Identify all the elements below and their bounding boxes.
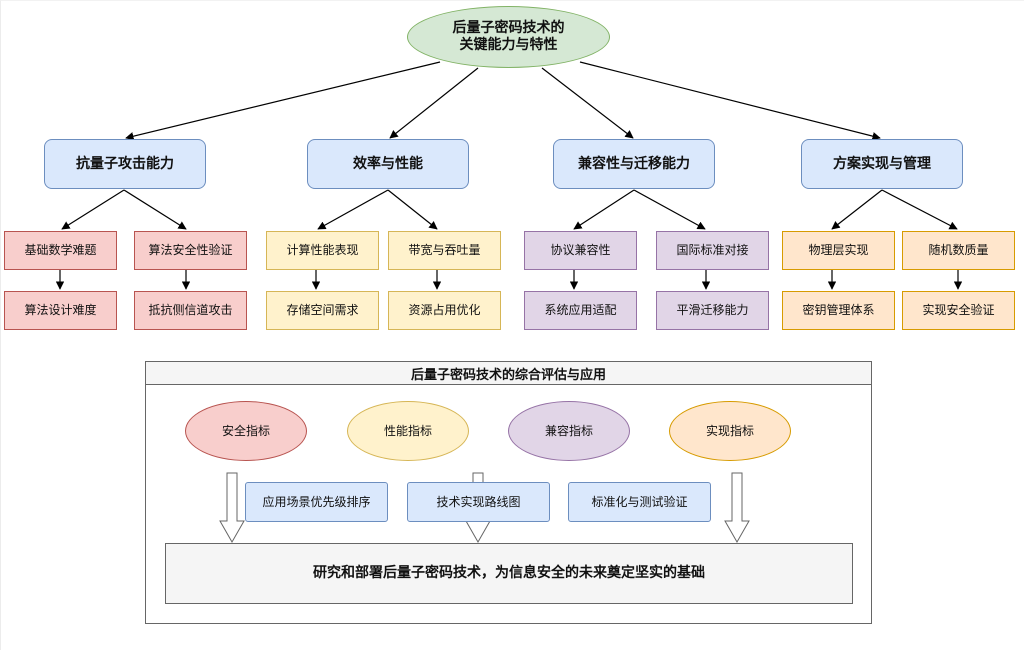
leaf-label: 密钥管理体系: [802, 303, 875, 318]
metric-security: 安全指标: [185, 401, 307, 461]
leaf-resource-optimization: 资源占用优化: [388, 291, 501, 330]
edge-cat3-leaf1: [573, 189, 635, 230]
leaf-label: 实现安全验证: [922, 303, 995, 318]
leaf-label: 国际标准对接: [676, 243, 749, 258]
leaf-label: 资源占用优化: [408, 303, 481, 318]
edge-cat1-leaf2: [123, 189, 187, 230]
leaf-label: 带宽与吞吐量: [408, 243, 481, 258]
category-implementation: 方案实现与管理: [801, 139, 963, 189]
edge-cat4-leaf1: [831, 189, 883, 230]
step-label: 应用场景优先级排序: [262, 494, 371, 509]
leaf-label: 平滑迁移能力: [676, 303, 749, 318]
leaf-physical-layer: 物理层实现: [782, 231, 895, 270]
step-scenario-priority: 应用场景优先级排序: [245, 482, 388, 522]
leaf-intl-standards: 国际标准对接: [656, 231, 769, 270]
edge-cat4-leaf2: [881, 189, 958, 230]
metric-implementation: 实现指标: [669, 401, 791, 461]
leaf-security-verification: 算法安全性验证: [134, 231, 247, 270]
edge-cat3-leaf2: [633, 189, 706, 230]
leaf-algorithm-design: 算法设计难度: [4, 291, 117, 330]
leaf-label: 算法设计难度: [24, 303, 97, 318]
leaf-key-management: 密钥管理体系: [782, 291, 895, 330]
leaf-smooth-migration: 平滑迁移能力: [656, 291, 769, 330]
hollow-arrow-implementation: [724, 472, 750, 544]
leaf-system-adaptation: 系统应用适配: [524, 291, 637, 330]
category-efficiency: 效率与性能: [307, 139, 469, 189]
category-label: 方案实现与管理: [833, 155, 931, 172]
metric-label: 安全指标: [221, 423, 270, 438]
edge-root-cat2: [389, 67, 479, 139]
metric-label: 性能指标: [383, 423, 432, 438]
leaf-side-channel: 抵抗侧信道攻击: [134, 291, 247, 330]
leaf-bandwidth-throughput: 带宽与吞吐量: [388, 231, 501, 270]
leaf-compute-performance: 计算性能表现: [266, 231, 379, 270]
leaf-label: 算法安全性验证: [148, 243, 233, 258]
conclusion-box: 研究和部署后量子密码技术，为信息安全的未来奠定坚实的基础: [165, 543, 853, 604]
category-label: 抗量子攻击能力: [76, 155, 174, 172]
step-roadmap: 技术实现路线图: [407, 482, 550, 522]
leaf-label: 计算性能表现: [286, 243, 359, 258]
category-anti-quantum: 抗量子攻击能力: [44, 139, 206, 189]
leaf-label: 随机数质量: [928, 243, 989, 258]
step-standardization: 标准化与测试验证: [568, 482, 711, 522]
leaf-label: 协议兼容性: [550, 243, 611, 258]
edge-root-cat1: [125, 61, 441, 141]
hollow-arrow-security: [219, 472, 245, 544]
panel-title-text: 后量子密码技术的综合评估与应用: [410, 367, 606, 383]
leaf-label: 抵抗侧信道攻击: [148, 303, 233, 318]
root-label: 后量子密码技术的 关键能力与特性: [452, 20, 565, 53]
leaf-random-quality: 随机数质量: [902, 231, 1015, 270]
metric-compatibility: 兼容指标: [508, 401, 630, 461]
edge-cat2-leaf2: [387, 189, 438, 230]
leaf-implementation-verification: 实现安全验证: [902, 291, 1015, 330]
leaf-math-problems: 基础数学难题: [4, 231, 117, 270]
step-label: 技术实现路线图: [436, 494, 521, 509]
leaf-label: 基础数学难题: [24, 243, 97, 258]
category-compatibility: 兼容性与迁移能力: [553, 139, 715, 189]
metric-performance: 性能指标: [347, 401, 469, 461]
edge-root-cat3: [541, 67, 634, 139]
panel-title: 后量子密码技术的综合评估与应用: [145, 361, 872, 385]
root-node: 后量子密码技术的 关键能力与特性: [407, 6, 610, 68]
leaf-label: 系统应用适配: [544, 303, 617, 318]
edge-cat1-leaf1: [61, 189, 125, 230]
category-label: 效率与性能: [353, 155, 423, 172]
leaf-protocol-compat: 协议兼容性: [524, 231, 637, 270]
leaf-label: 物理层实现: [808, 243, 869, 258]
conclusion-text: 研究和部署后量子密码技术，为信息安全的未来奠定坚实的基础: [313, 565, 705, 582]
step-label: 标准化与测试验证: [591, 494, 688, 509]
leaf-label: 存储空间需求: [286, 303, 359, 318]
metric-label: 兼容指标: [544, 423, 593, 438]
leaf-storage-needs: 存储空间需求: [266, 291, 379, 330]
edge-cat2-leaf1: [317, 189, 389, 230]
metric-label: 实现指标: [705, 423, 754, 438]
edge-root-cat4: [579, 61, 881, 141]
category-label: 兼容性与迁移能力: [578, 155, 690, 172]
